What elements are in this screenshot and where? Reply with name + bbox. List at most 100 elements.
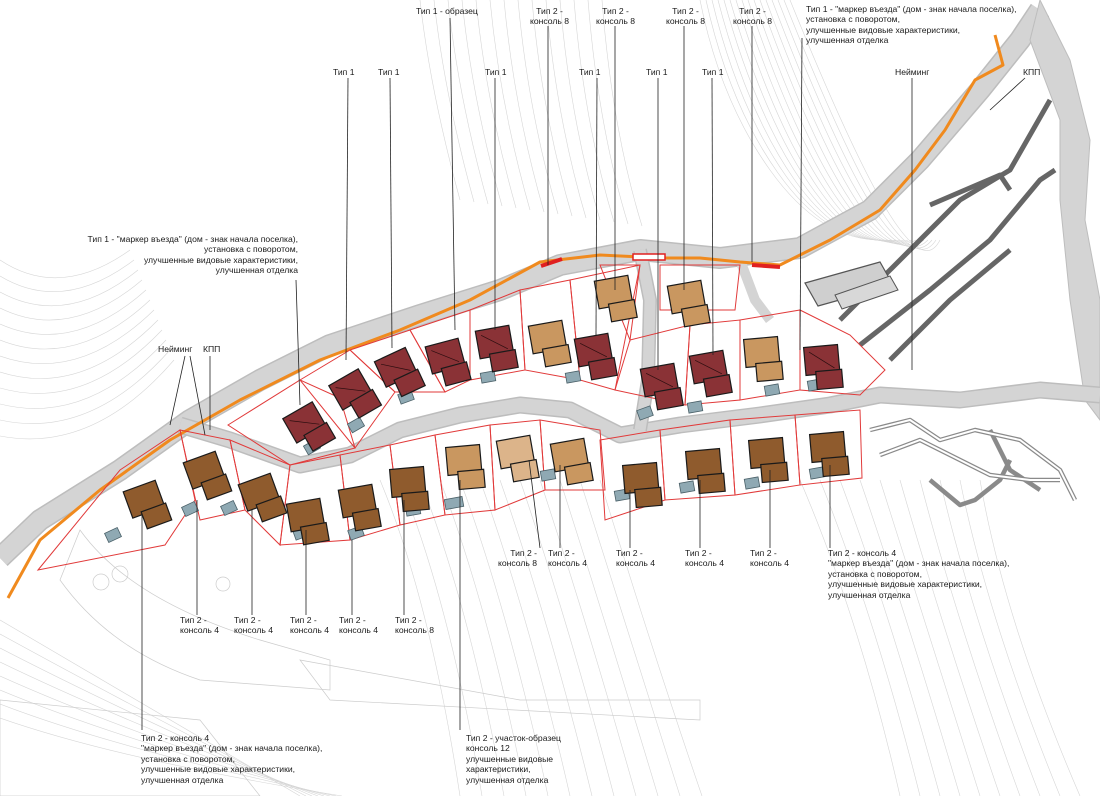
garage-block [564, 370, 582, 384]
label-type1-b: Тип 1 [378, 67, 400, 77]
contour-line [419, 0, 461, 201]
contour-line [741, 0, 909, 243]
label-type1-f: Тип 1 [702, 67, 724, 77]
contour-line [0, 339, 167, 409]
garage-block [678, 480, 696, 494]
label-type1-d: Тип 1 [579, 67, 601, 77]
house-console-volume [760, 461, 789, 484]
house-type1 [373, 346, 427, 398]
label-type2-marker-e: Тип 2 - консоль 4 "маркер въезда" (дом -… [828, 548, 1010, 600]
house-type2-konsol-8 [444, 443, 486, 491]
garage-block [479, 370, 497, 384]
roof-line [480, 334, 509, 350]
contour-line [0, 269, 139, 307]
contour-line [0, 319, 159, 379]
house-console-volume [303, 421, 337, 452]
contour-line [0, 289, 147, 335]
contour-line [899, 479, 1001, 796]
contour-line [735, 0, 905, 243]
contour-line [439, 479, 527, 796]
contour-line [759, 0, 921, 246]
house-console-volume [702, 373, 733, 398]
contour-line [503, 0, 545, 213]
houses [122, 274, 850, 546]
house-console-volume [200, 473, 233, 501]
plot-boundary [799, 309, 886, 396]
contour-line [433, 0, 475, 203]
house-console-volume [821, 455, 850, 478]
house-type1-marker [802, 343, 844, 391]
house-console-volume [563, 461, 594, 486]
house-type2-konsol-8 [742, 335, 784, 383]
contour-line [517, 0, 559, 215]
house-type2-konsol-4 [337, 483, 382, 532]
label-w-konsol4-2: Тип 2 - консоль 4 [234, 615, 274, 636]
contour-line [0, 279, 143, 321]
contour-line [559, 479, 659, 796]
leader-line [345, 77, 349, 361]
label-kpp-w: КПП [203, 344, 221, 354]
house-type2-konsol-4 [182, 450, 233, 501]
contour-line [0, 249, 131, 279]
leader-line [169, 355, 186, 426]
house-type2-konsol-8 [666, 279, 711, 328]
house-console-volume [755, 360, 784, 383]
contour-line [475, 0, 517, 209]
label-type2-konsol8-d: Тип 2 - консоль 8 [733, 6, 773, 27]
house-type1 [474, 324, 519, 373]
contour-line [819, 479, 921, 796]
contour-line [0, 309, 155, 364]
house-console-volume [680, 303, 711, 328]
label-type2-konsol8-c: Тип 2 - консоль 8 [666, 6, 706, 27]
label-w-konsol4-4: Тип 2 - консоль 4 [339, 615, 379, 636]
label-w-konsol4-1: Тип 2 - консоль 4 [180, 615, 220, 636]
contour-line [711, 0, 889, 241]
contour-line [447, 0, 489, 205]
house-console-volume [299, 521, 330, 546]
label-s-konsol8-1: Тип 2 - консоль 8 [497, 548, 537, 569]
label-s-konsol4-1: Тип 2 - консоль 4 [548, 548, 588, 569]
contour-line [879, 479, 981, 796]
contour-line [573, 0, 615, 223]
contour-line [0, 349, 171, 424]
house-console-volume [351, 507, 382, 532]
contour-line [939, 479, 1041, 796]
contour-line [539, 479, 637, 796]
roof-line [289, 420, 320, 425]
roof-line [694, 359, 723, 375]
label-type1-marker-w: Тип 1 - "маркер въезда" (дом - знак нача… [87, 234, 298, 276]
label-type2-marker-sw: Тип 2 - консоль 4 "маркер въезда" (дом -… [141, 733, 323, 785]
contour-line [0, 259, 135, 292]
house-type2-konsol-4 [747, 436, 789, 484]
contour-line [0, 675, 325, 796]
house-type2-konsol-4 [388, 465, 430, 513]
contour-line [499, 479, 593, 796]
house-type2-sample-konsol-12 [495, 434, 540, 483]
plot-boundary [539, 419, 606, 491]
label-s-konsol4-2: Тип 2 - консоль 4 [616, 548, 656, 569]
contour-line [729, 0, 901, 242]
contour-line [545, 0, 587, 219]
garage-block [763, 383, 781, 397]
label-type1-sample: Тип 1 - образец [416, 6, 478, 16]
contour-line [859, 479, 961, 796]
label-type1-e: Тип 1 [646, 67, 668, 77]
house-console-volume [634, 486, 663, 509]
plot-boundary [659, 264, 741, 311]
roof-line [335, 387, 366, 392]
label-s-konsol4-4: Тип 2 - консоль 4 [750, 548, 790, 569]
contour-line [747, 0, 913, 244]
house-console-volume [401, 490, 430, 513]
house-console-volume [815, 368, 844, 391]
house-type2-konsol-4 [684, 447, 726, 495]
leader-line [799, 37, 803, 351]
label-type2-konsol8-a: Тип 2 - консоль 8 [530, 6, 570, 27]
house-console-volume [255, 495, 288, 523]
inner-road [177, 248, 1100, 474]
label-type1-c: Тип 1 [485, 67, 507, 77]
contour-line [599, 479, 703, 796]
label-type1-marker-ne: Тип 1 - "маркер въезда" (дом - знак нача… [806, 4, 1017, 46]
house-console-volume [653, 386, 684, 411]
contour-line [723, 0, 897, 242]
leader-line [389, 77, 393, 349]
